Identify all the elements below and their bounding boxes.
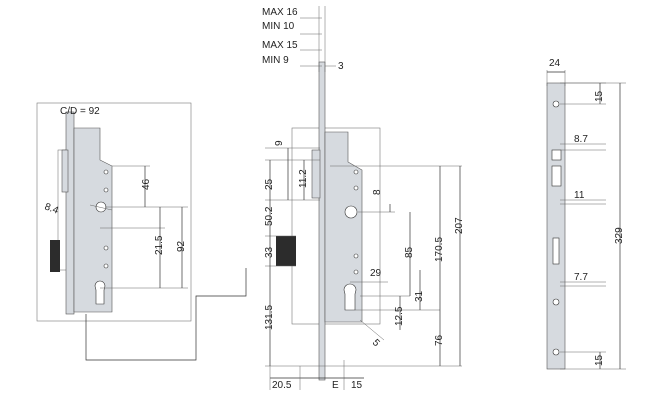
middle-spindle-hole [344,205,358,219]
label-cd: C/D = 92 [60,106,100,117]
label-max15: MAX 15 [262,40,298,51]
middle-cylinder-cutout [343,283,357,311]
right-view: 24 15 8.7 11 7.7 15 329 [546,58,626,370]
label-7-7: 7.7 [574,272,588,283]
label-76: 76 [434,334,445,346]
middle-lock-body [324,131,363,323]
label-8: 8 [372,189,383,195]
label-8-4: 8.4 [43,201,60,216]
label-46: 46 [141,178,152,190]
label-5: 5 [370,337,382,349]
left-hole-1 [103,169,109,175]
label-31: 31 [414,290,425,302]
left-spindle-hole [95,201,107,213]
label-329: 329 [614,227,625,244]
left-view: C/D = 92 46 8.4 21.5 92 [36,102,247,361]
label-170-5: 170.5 [434,237,445,262]
label-29: 29 [370,268,382,279]
label-207: 207 [454,217,465,234]
label-15-bottom: 15 [351,380,363,391]
label-11: 11 [574,190,585,201]
middle-bolt-block [276,236,296,266]
label-min10: MIN 10 [262,21,295,32]
label-50-2: 50.2 [264,206,275,226]
label-85: 85 [404,246,415,258]
label-33: 33 [264,246,275,258]
label-24: 24 [549,58,561,69]
left-faceplate [65,111,75,315]
right-screw-hole-bottom [552,348,560,356]
label-131-5: 131.5 [264,305,275,330]
label-15-right: 15 [594,354,605,366]
left-hole-2 [103,187,109,193]
middle-view: MAX 16 MIN 10 MAX 15 MIN 9 3 25 50.2 33 … [262,6,465,391]
label-12-5: 12.5 [394,306,405,326]
right-screw-hole-top [552,100,560,108]
left-hole-3 [103,245,109,251]
right-latch-cutout [551,165,562,187]
right-faceplate [546,82,566,370]
label-25: 25 [264,178,275,190]
label-92: 92 [176,240,187,252]
right-bolt-cutout [552,237,560,265]
left-latch [61,149,69,193]
left-bolt-block [50,240,60,272]
label-9: 9 [274,140,285,146]
label-15-top: 15 [594,90,605,102]
label-21-5: 21.5 [154,235,165,255]
label-11-2: 11.2 [298,169,309,188]
connector-line [85,268,247,361]
middle-latch [311,149,321,199]
label-min9: MIN 9 [262,55,289,66]
left-cylinder-cutout [94,280,106,305]
label-20-5: 20.5 [272,380,292,391]
label-max16: MAX 16 [262,7,298,18]
left-hole-4 [103,263,109,269]
middle-faceplate [318,61,326,381]
label-3: 3 [338,61,344,72]
left-view-frame [36,102,192,322]
label-8-7: 8.7 [574,134,588,145]
label-E: E [332,380,339,391]
